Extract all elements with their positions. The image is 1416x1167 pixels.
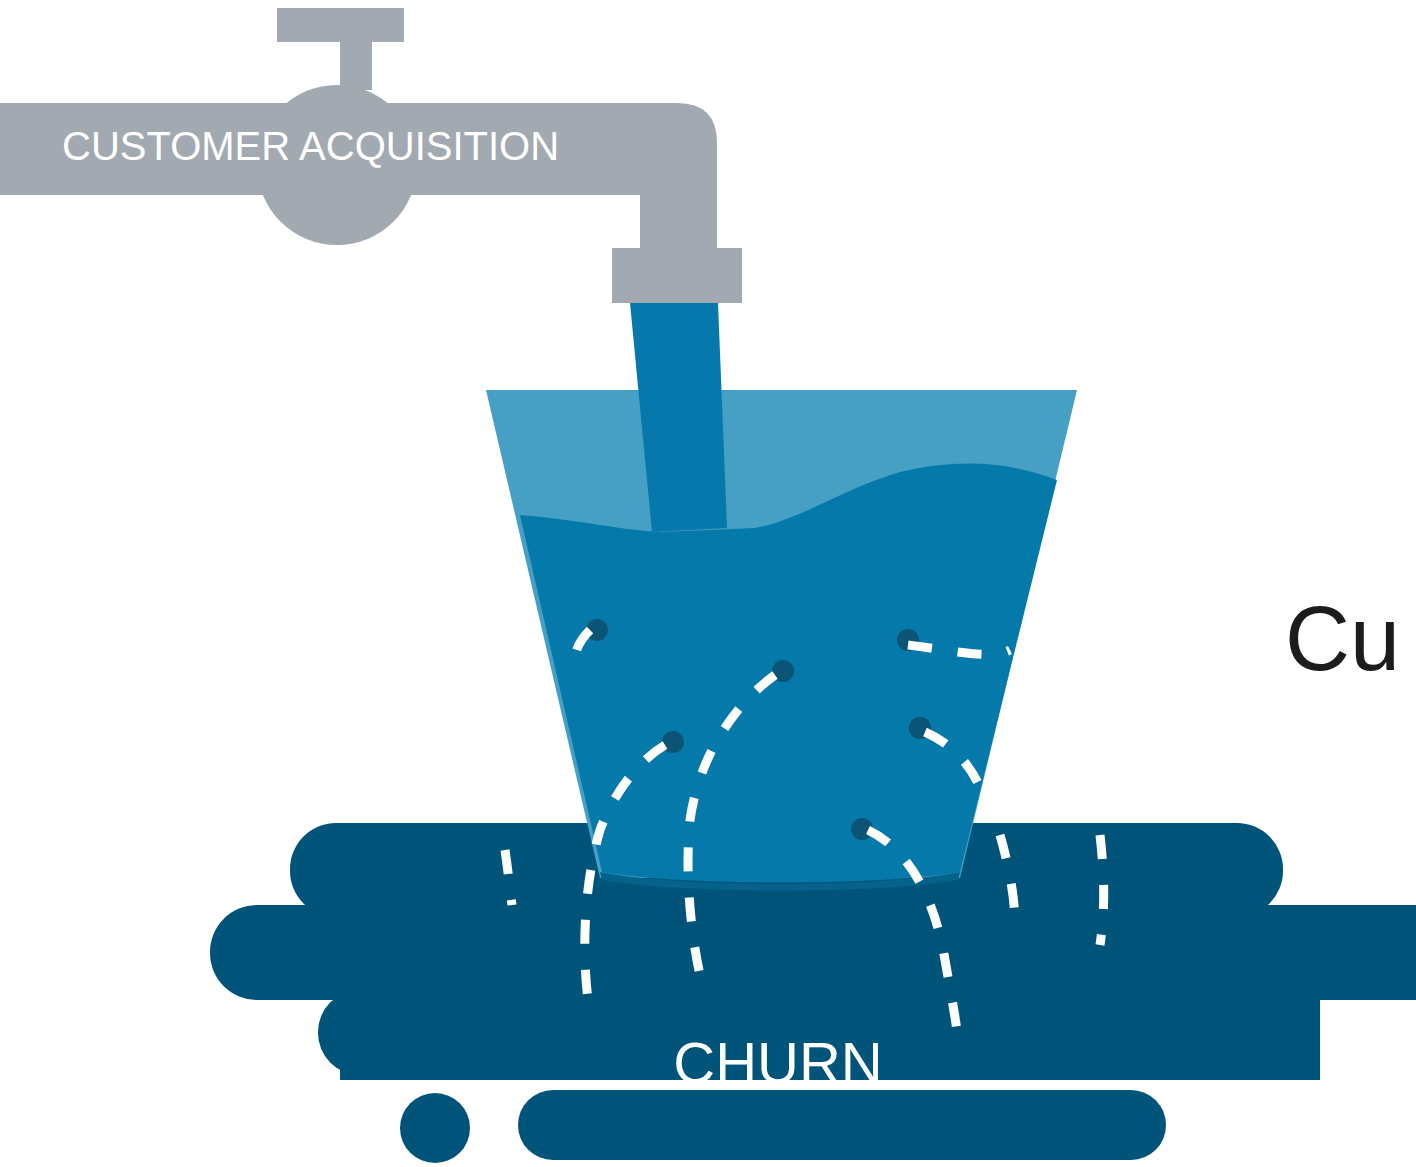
churn-puddle <box>210 822 1416 1167</box>
pipe-node: CUSTOMER ACQUISITION <box>0 0 745 305</box>
node-text: CHURN <box>673 1034 882 1092</box>
heading-fragment: Cu <box>1285 594 1400 684</box>
puddle-node: CHURN <box>210 822 1416 1167</box>
node-text: CUSTOMER ACQUISITION <box>62 126 559 166</box>
